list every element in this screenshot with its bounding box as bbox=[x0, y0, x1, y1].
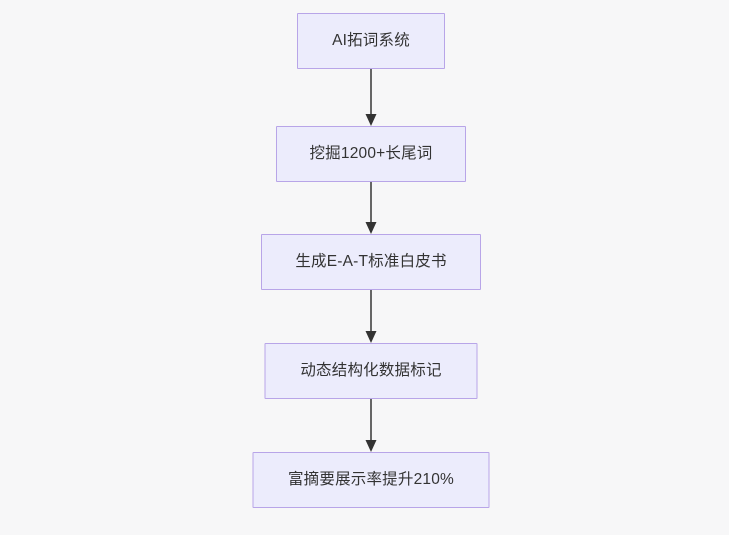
flow-edge-n2-n3 bbox=[364, 182, 378, 234]
flow-node-rich-snippet-uplift[interactable]: 富摘要展示率提升210% bbox=[252, 452, 490, 508]
flow-node-label: 动态结构化数据标记 bbox=[300, 362, 442, 380]
flow-node-label: 生成E-A-T标准白皮书 bbox=[295, 253, 447, 271]
flow-node-dynamic-structured-data-markup[interactable]: 动态结构化数据标记 bbox=[264, 343, 478, 399]
flow-node-label: 富摘要展示率提升210% bbox=[287, 471, 455, 489]
flow-node-label: 挖掘1200+长尾词 bbox=[309, 145, 433, 163]
flow-edge-n1-n2 bbox=[364, 69, 378, 126]
flow-node-generate-eat-whitepaper[interactable]: 生成E-A-T标准白皮书 bbox=[261, 234, 481, 290]
flow-edge-n4-n5 bbox=[364, 399, 378, 452]
flow-node-label: AI拓词系统 bbox=[332, 32, 410, 50]
flow-edge-n3-n4 bbox=[364, 290, 378, 343]
flow-node-mine-longtail-keywords[interactable]: 挖掘1200+长尾词 bbox=[276, 126, 466, 182]
flow-node-ai-keyword-system[interactable]: AI拓词系统 bbox=[297, 13, 445, 69]
